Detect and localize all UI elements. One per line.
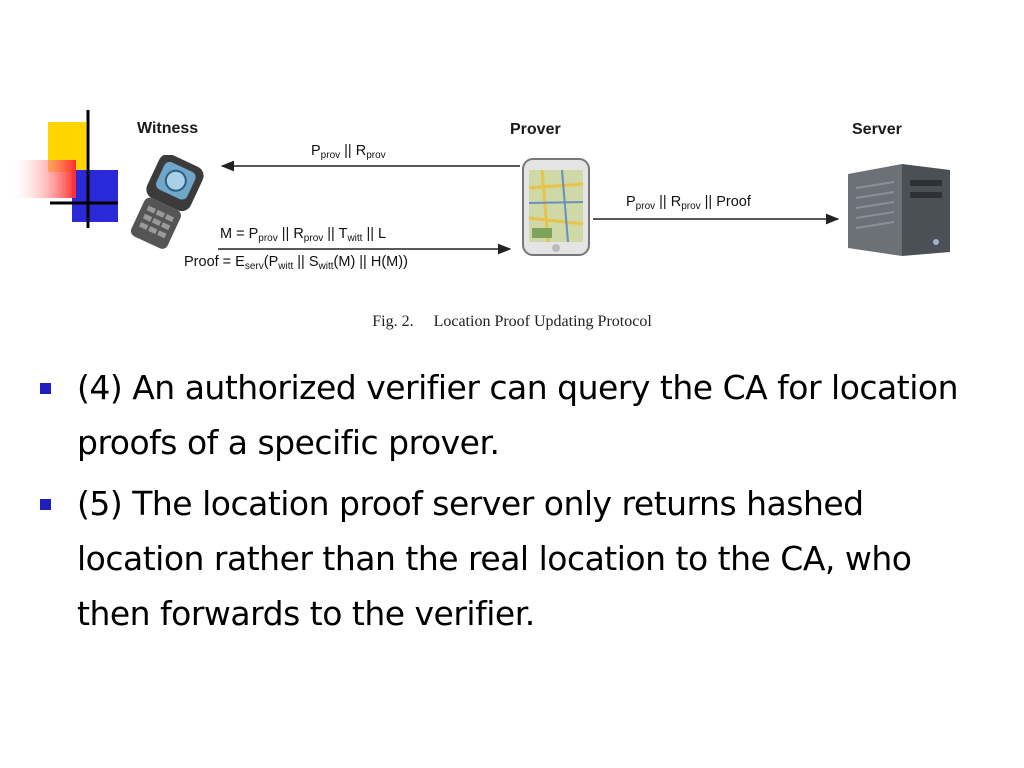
server-icon [848, 164, 950, 256]
bullet-item: (4) An authorized verifier can query the… [40, 360, 990, 470]
flip-phone-icon [130, 155, 204, 249]
bullet-square-icon [40, 383, 51, 394]
bullet-list: (4) An authorized verifier can query the… [40, 360, 990, 647]
prover-label: Prover [510, 121, 561, 138]
server-label: Server [852, 121, 902, 138]
message-witness-to-prover-m: M = Pprov || Rprov || Twitt || L [220, 226, 387, 244]
bullet-text: (4) An authorized verifier can query the… [77, 368, 958, 462]
bullet-square-icon [40, 499, 51, 510]
figure-title: Location Proof Updating Protocol [433, 313, 652, 330]
bullet-text: (5) The location proof server only retur… [77, 484, 912, 633]
figure-caption: Fig. 2. Location Proof Updating Protocol [0, 313, 1024, 331]
witness-label: Witness [137, 120, 199, 137]
arrows [218, 160, 840, 255]
bullet-item: (5) The location proof server only retur… [40, 476, 990, 641]
corner-decoration [14, 110, 124, 230]
figure-number: Fig. 2. [372, 313, 414, 330]
message-prover-to-server: Pprov || Rprov || Proof [626, 194, 751, 212]
smartphone-icon [522, 158, 590, 256]
message-witness-to-prover-proof: Proof = Eserv(Pwitt || Switt(M) || H(M)) [184, 254, 408, 272]
message-prover-to-witness: Pprov || Rprov [311, 143, 386, 161]
protocol-diagram: Witness Prover Server [0, 0, 1024, 345]
